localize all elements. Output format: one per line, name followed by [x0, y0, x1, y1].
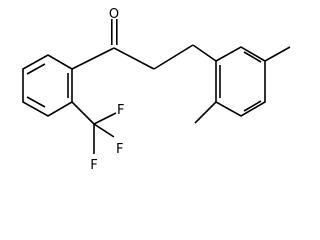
bonds [22, 19, 291, 154]
structure-diagram: O F F F [22, 7, 291, 173]
left-ring-double-1 [26, 63, 46, 75]
right-ring-double-2 [243, 100, 262, 112]
bond-ring-to-cf3 [71, 101, 95, 125]
bond-chain-to-ring-right [192, 44, 217, 62]
bond-methyl-para [264, 46, 291, 62]
bond-cf3-f-right [93, 123, 115, 138]
left-ring-double-2 [26, 96, 46, 108]
structure-canvas: O F F F [22, 7, 291, 173]
right-ring-outline [215, 46, 266, 117]
atom-label-fluorine-top: F [117, 103, 124, 118]
right-ring-double-3 [243, 51, 262, 63]
bond-cf3-f-top [93, 112, 117, 125]
bond-methyl-ortho [194, 101, 217, 124]
atom-label-oxygen: O [109, 7, 119, 22]
atom-label-fluorine-right: F [116, 142, 123, 157]
bond-chain-middle [153, 44, 194, 70]
atom-labels: O F F F [90, 7, 124, 173]
atom-label-fluorine-bottom: F [90, 158, 97, 173]
bond-ketone-to-chain [113, 47, 155, 70]
left-ring-outline [22, 54, 73, 117]
bond-ketone-to-ring-left [71, 47, 115, 70]
